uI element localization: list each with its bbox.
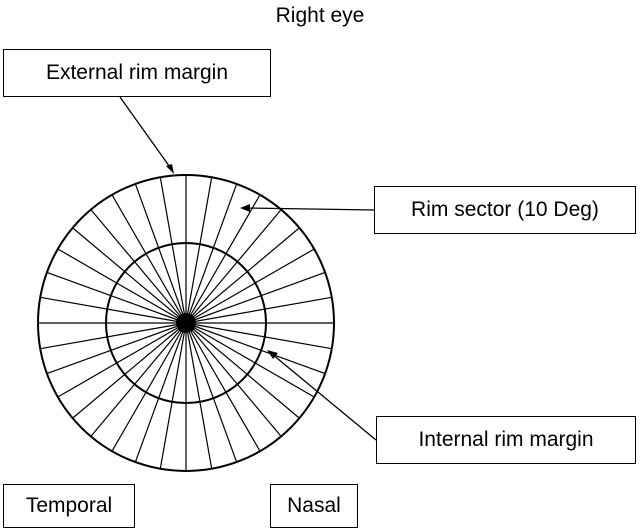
rim-sector-line <box>159 177 187 324</box>
internal-rim-label: Internal rim margin <box>376 416 636 464</box>
rim-sector-line <box>185 322 300 419</box>
internal-rim-circle <box>105 242 267 404</box>
rim-sector-line <box>159 322 187 469</box>
internal-rim-leader <box>271 353 377 441</box>
rim-sector-line <box>40 322 187 350</box>
external-rim-leader <box>119 96 173 171</box>
diagram-title: Right eye <box>275 4 365 27</box>
rim-sector-line <box>185 322 315 398</box>
internal-rim-arrowhead <box>267 350 278 359</box>
rim-sector-line <box>185 194 261 324</box>
rim-sector-line <box>185 296 332 324</box>
external-rim-arrowhead <box>166 164 174 174</box>
rim-sector-line <box>185 248 315 324</box>
rim-sector-line <box>46 322 187 375</box>
rim-sector-line <box>57 322 187 398</box>
rim-sector-line <box>185 209 282 324</box>
temporal-label: Temporal <box>3 484 135 528</box>
rim-sector-line <box>185 271 326 324</box>
rim-sector-line <box>185 322 282 437</box>
nasal-label: Nasal <box>270 484 358 528</box>
rim-sector-line <box>134 183 187 324</box>
rim-sector-line <box>185 322 326 375</box>
rim-sector-line <box>185 227 300 324</box>
rim-sector-line <box>90 209 187 324</box>
rim-sector-line <box>40 296 187 324</box>
external-rim-label: External rim margin <box>3 49 271 97</box>
rim-sector-label: Rim sector (10 Deg) <box>374 186 636 234</box>
rim-sector-line <box>72 322 187 419</box>
rim-sector-line <box>134 322 187 463</box>
rim-sector-line <box>185 177 213 324</box>
rim-sector-line <box>46 271 187 324</box>
rim-sector-line <box>72 227 187 324</box>
external-rim-circle <box>37 174 335 472</box>
rim-sector-line <box>90 322 187 437</box>
rim-sector-line <box>185 322 213 469</box>
rim-sector-line <box>185 322 238 463</box>
rim-sector-line <box>57 248 187 324</box>
rim-sector-arrowhead <box>240 204 250 212</box>
rim-sector-line <box>185 183 238 324</box>
rim-sector-leader <box>244 207 375 211</box>
rim-sector-line <box>111 322 187 452</box>
disc-center <box>176 313 196 333</box>
rim-sector-line <box>185 322 332 350</box>
rim-sector-line <box>111 194 187 324</box>
rim-sector-lines <box>38 175 334 471</box>
rim-sector-line <box>185 322 261 452</box>
